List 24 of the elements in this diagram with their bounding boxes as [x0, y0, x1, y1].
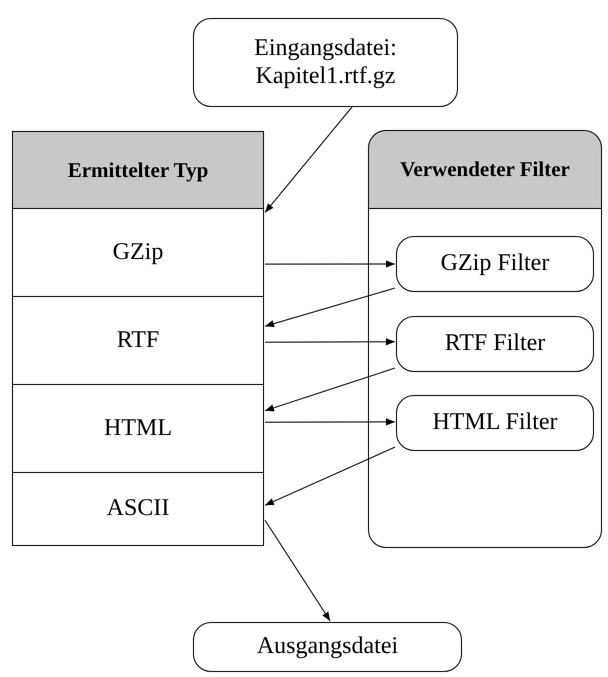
table-header-cell	[12, 131, 264, 209]
table-cell	[12, 472, 264, 546]
node-label: Ausgangsdatei	[256, 633, 400, 661]
node-label: RTF	[116, 326, 160, 354]
arrow	[264, 520, 331, 622]
rounded-box	[396, 316, 594, 372]
node-label: GZip	[112, 238, 164, 266]
table-cell	[12, 296, 264, 385]
arrow	[264, 106, 352, 213]
node-label: Eingangsdatei: Kapitel1.rtf.gz	[253, 34, 398, 90]
rounded-box	[396, 395, 594, 451]
node-label: RTF Filter	[444, 330, 546, 358]
node-label: Ermittelter Typ	[66, 158, 210, 182]
node-label: HTML	[103, 414, 173, 442]
table-cell	[12, 384, 264, 473]
rounded-box	[193, 622, 462, 672]
node-label: HTML Filter	[431, 409, 559, 437]
panel-title: Verwendeter Filter	[400, 157, 570, 182]
rounded-box	[193, 18, 458, 107]
node-label: ASCII	[106, 495, 170, 523]
table-cell	[12, 208, 264, 297]
filter-panel	[368, 130, 602, 548]
rounded-box	[396, 236, 594, 292]
node-label: GZip Filter	[440, 250, 550, 278]
